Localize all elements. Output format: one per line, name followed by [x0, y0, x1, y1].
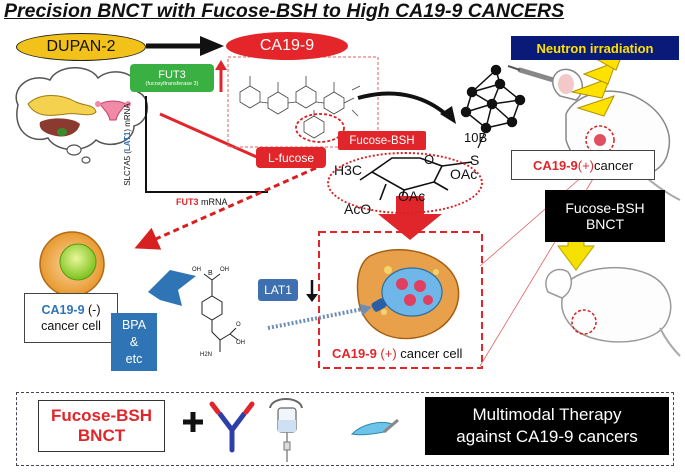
bpa-oh2-label: OH — [220, 267, 229, 273]
ca199-positive-cancer-cell-icon — [356, 249, 460, 340]
lat1-label: LAT1 — [258, 279, 298, 301]
correlation-plot — [145, 96, 269, 193]
iv-drip-icon — [269, 398, 303, 462]
boron-10-label: 10B — [464, 130, 488, 145]
fucose-bsh-dotted-ring — [327, 152, 483, 214]
bpa-b-label: B — [208, 270, 213, 277]
dupan2-oval: DUPAN-2 — [16, 33, 146, 61]
plus-icon — [183, 412, 203, 432]
ca199-oval: CA19-9 — [226, 32, 348, 60]
cell-rest: cancer cell — [396, 346, 463, 361]
xlabel-suffix: mRNA — [198, 197, 228, 207]
cell-ca: CA19-9 — [332, 346, 377, 361]
ca199-negative-cell-label: CA19-9 (-) cancer cell — [24, 293, 118, 343]
bpa-line2: & — [129, 334, 139, 349]
ca199-glycan-structure — [239, 76, 361, 139]
fut3-up-arrow — [215, 60, 227, 92]
sulfur-label: S — [470, 152, 480, 168]
neutron-irradiation-label: Neutron irradiation — [511, 36, 679, 60]
bpa-oh1-label: OH — [192, 267, 201, 273]
mouse-label-rest: cancer — [594, 157, 634, 173]
fucose-bsh-bnct-bottom-box: Fucose-BSH BNCT — [38, 400, 165, 452]
bpa-h2n-label: H2N — [200, 352, 213, 358]
fucose-highlight-ring — [295, 113, 345, 143]
organ-thought-bubble — [15, 67, 148, 164]
antibody-icon — [209, 401, 255, 453]
dupan-to-ca199-arrow — [146, 36, 224, 56]
bpa-cooh-label: OH — [236, 340, 245, 346]
fut3-sub: (fucosyltransferase 3) — [145, 80, 199, 87]
multi-line2: against CA19-9 cancers — [456, 427, 638, 446]
neg-sign: (-) — [84, 303, 101, 317]
page-title: Precision BNCT with Fucose-BSH to High C… — [4, 0, 565, 22]
bpa-line1: BPA — [121, 317, 147, 332]
cell-sign: (+) — [376, 346, 397, 361]
plot-ylabel: SLC7A5 (LAT1) mRNA — [123, 103, 132, 186]
ca199-positive-cell-box — [318, 231, 483, 369]
ylabel-lat1: LAT1 — [122, 131, 132, 152]
bpa-o-label: O — [236, 322, 241, 328]
bsh-linker-line — [477, 133, 485, 149]
multimodal-therapy-box: Multimodal Therapy against CA19-9 cancer… — [425, 397, 669, 455]
bpa-line3: etc — [125, 351, 143, 366]
ca199-positive-cell-label: CA19-9 (+) cancer cell — [332, 346, 462, 361]
neg-line1: CA19-9 (-) — [41, 302, 100, 318]
fb-bottom-line2: BNCT — [77, 426, 126, 445]
fut3-label: FUT3 — [158, 68, 186, 81]
ylabel-prefix: SLC7A5 ( — [122, 151, 132, 186]
fbsh-bnct-line1: Fucose-BSH — [565, 200, 645, 216]
boron-cluster-icon — [460, 64, 526, 134]
mouse-label-ca: CA19-9 — [532, 157, 578, 173]
bpa-etc-box: BPA & etc — [111, 313, 157, 371]
plot-xlabel: FUT3 mRNA — [176, 197, 228, 207]
dashed-red-arrow-to-cell — [134, 166, 317, 250]
l-fucose-label: L-fucose — [256, 147, 326, 168]
mouse-bottom-icon — [545, 266, 681, 357]
curved-arrow-to-boron — [357, 91, 450, 118]
multimodal-therapy-section — [16, 392, 674, 466]
scalpel-icon — [350, 418, 399, 436]
xlabel-fut3: FUT3 — [176, 197, 199, 207]
ylabel-suffix: ) mRNA — [122, 103, 132, 132]
fucose-bsh-bnct-box: Fucose-BSH BNCT — [545, 190, 665, 242]
lat1-down-arrow — [306, 280, 318, 302]
multi-line1: Multimodal Therapy — [472, 405, 622, 424]
fb-bottom-line1: Fucose-BSH — [50, 406, 153, 425]
mouse-label-sign: (+) — [577, 157, 594, 173]
bpa-entry-line — [267, 306, 369, 330]
bpa-structure — [201, 273, 239, 352]
blue-chevron-arrow — [148, 270, 196, 306]
fucose-bsh-tag: Fucose-BSH — [338, 131, 426, 150]
neg-line2: cancer cell — [41, 319, 101, 333]
neg-ca: CA19-9 — [41, 303, 85, 317]
mouse-ca199-positive-label: CA19-9 (+) cancer — [511, 150, 655, 180]
ca199-negative-cancer-cell-icon — [39, 231, 105, 297]
fbsh-bnct-line2: BNCT — [585, 216, 625, 232]
big-red-down-arrow — [378, 196, 442, 240]
fut3-box: FUT3 (fucosyltransferase 3) — [130, 64, 214, 92]
